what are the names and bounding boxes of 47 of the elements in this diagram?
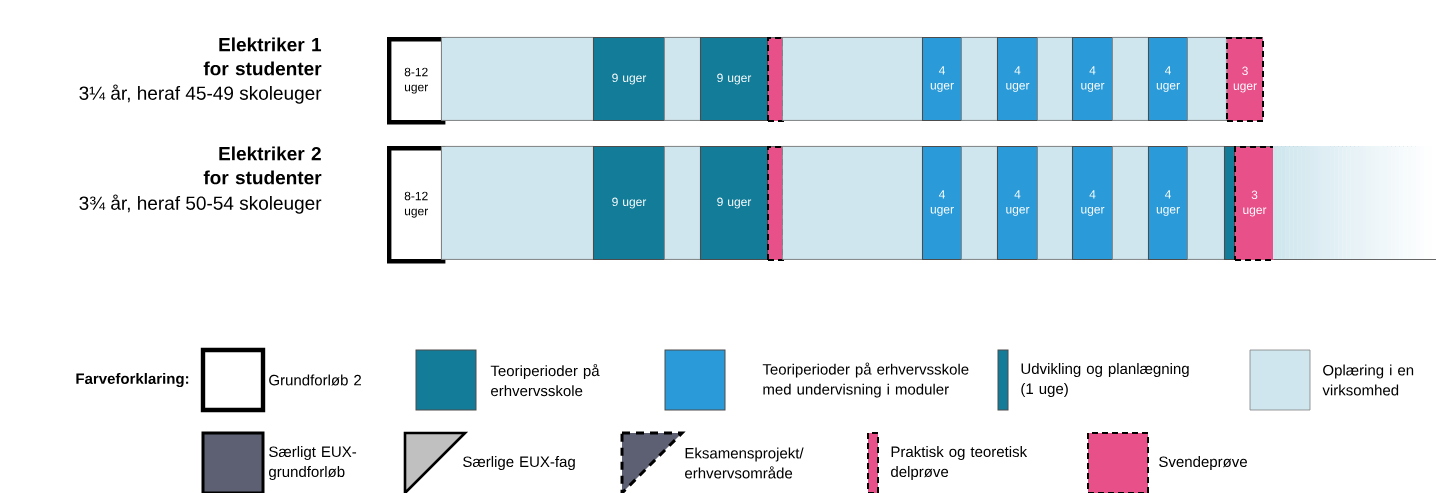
training-block <box>1187 37 1227 121</box>
row-heading: Elektriker 2 for studenter <box>203 146 322 185</box>
module-block: 4 uger <box>1148 37 1188 121</box>
theory-block: 9 uger <box>593 146 665 260</box>
legend-text: Teoriperioder på erhvervsskole med undervisning i moduler <box>762 362 969 398</box>
course-block: 8-12 uger <box>387 37 446 125</box>
training-block <box>441 146 594 260</box>
legend-text: Særlige EUX-fag <box>463 456 575 470</box>
legend-text: Oplæring i en virksomhed <box>1322 364 1414 396</box>
training-block <box>441 37 594 121</box>
module-block: 4 uger <box>997 37 1038 121</box>
fading-training-block <box>1273 146 1436 259</box>
legend-title: Farveforklaring: <box>76 373 189 387</box>
legend-text: Udvikling og planlægning (1 uge) <box>1021 363 1189 397</box>
training-block <box>1037 146 1073 260</box>
planning-strip <box>1224 146 1235 260</box>
module-block: 4 uger <box>1072 146 1113 260</box>
training-block <box>664 146 701 260</box>
training-block <box>1112 37 1149 121</box>
theory-block: 9 uger <box>700 37 768 121</box>
legend-text: Grundforløb 2 <box>269 374 361 386</box>
training-block <box>782 146 923 260</box>
training-block <box>1187 146 1225 260</box>
module-block: 4 uger <box>1072 37 1113 121</box>
module-block: 4 uger <box>922 146 962 260</box>
row-subtitle: 3¾ år, heraf 50-54 skoleuger <box>79 194 322 214</box>
theory-block: 9 uger <box>593 37 665 121</box>
theory-block: 9 uger <box>700 146 768 260</box>
course-block: 8-12 uger <box>387 146 446 264</box>
row-subtitle: 3¼ år, heraf 45-49 skoleuger <box>79 84 322 104</box>
module-block: 4 uger <box>922 37 962 121</box>
exam-block: 3 uger <box>1234 146 1275 261</box>
module-block: 4 uger <box>997 146 1038 260</box>
training-block <box>664 37 701 121</box>
training-block <box>1037 37 1073 121</box>
legend-text: Svendeprøve <box>1159 456 1247 470</box>
exam-block: 3 uger <box>1226 37 1264 122</box>
training-block <box>961 146 998 260</box>
legend-text: Teoriperioder på erhvervsskole <box>490 363 600 397</box>
row-heading: Elektriker 1 for studenter <box>203 37 322 76</box>
training-block <box>1112 146 1149 260</box>
module-block: 4 uger <box>1148 146 1188 260</box>
legend-text: Eksamensprojekt/ erhvervsområde <box>685 447 804 479</box>
training-block <box>961 37 998 121</box>
legend-text: Særligt EUX-grundforløb <box>269 446 357 480</box>
training-block <box>782 37 923 121</box>
legend-text: Praktisk og teoretisk delprøve <box>891 446 1028 480</box>
